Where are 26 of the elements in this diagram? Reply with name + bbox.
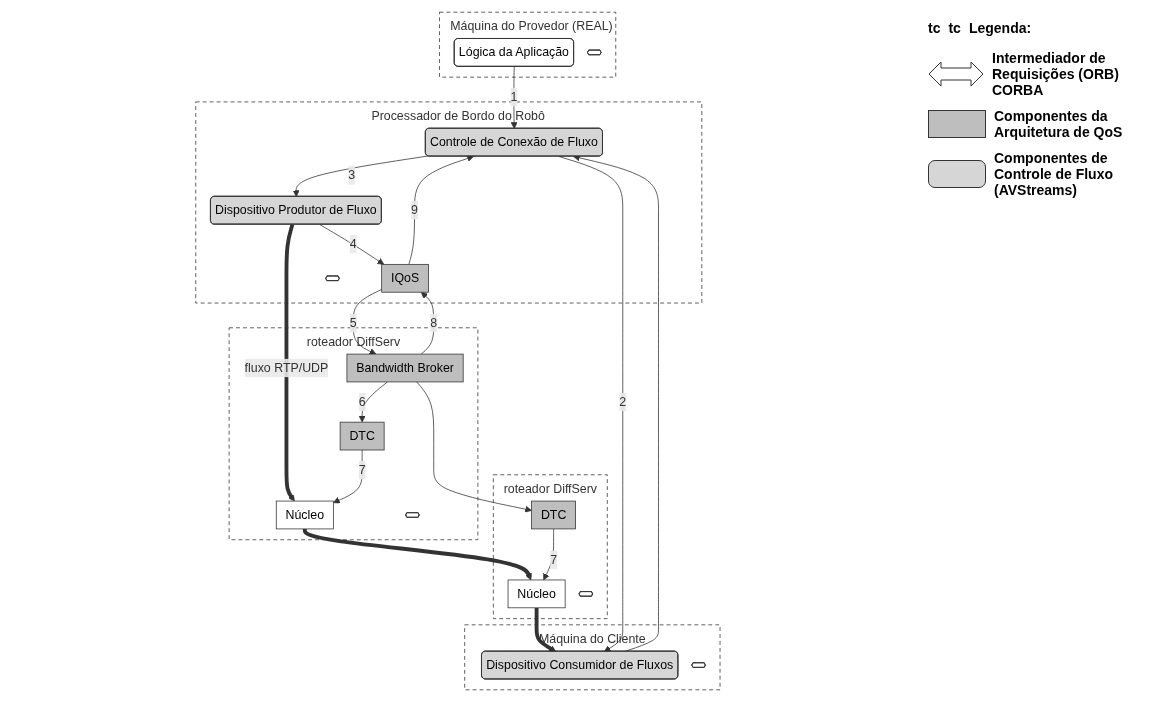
edge-label: 7 <box>550 552 558 567</box>
edge-label: 9 <box>411 203 419 217</box>
node-box: DTC <box>531 500 577 530</box>
edge-label: 6 <box>358 395 366 409</box>
legend-label: Componentes da Arquitetura de QoS <box>994 108 1124 140</box>
node-box: Bandwidth Broker <box>346 353 464 383</box>
edge-label: fluxo RTP/UDP <box>244 361 329 375</box>
edge-label: 5 <box>349 316 357 330</box>
edge-label: 3 <box>348 168 356 182</box>
note-label: tc <box>948 20 961 36</box>
arrow <box>302 528 532 581</box>
edge-label: 2 <box>619 395 627 409</box>
edge-label: 8 <box>430 316 438 330</box>
edge-label: 4 <box>349 237 357 251</box>
legend-label: Componentes de Controle de Fluxo (AVStreams) <box>994 150 1114 198</box>
arrow <box>534 607 557 652</box>
edge-label: 7 <box>358 463 366 477</box>
note-label: tc <box>928 20 941 36</box>
node-box: Núcleo <box>507 579 566 609</box>
node-box: Núcleo <box>276 500 334 530</box>
legend-label: Intermediador de Requisições (ORB) CORBA <box>992 50 1120 98</box>
node-box: DTC <box>339 421 385 451</box>
note-label: Legenda: <box>968 20 1032 36</box>
node-box: IQoS <box>381 263 429 293</box>
arrow <box>284 223 295 502</box>
edge-label: 1 <box>510 90 518 104</box>
